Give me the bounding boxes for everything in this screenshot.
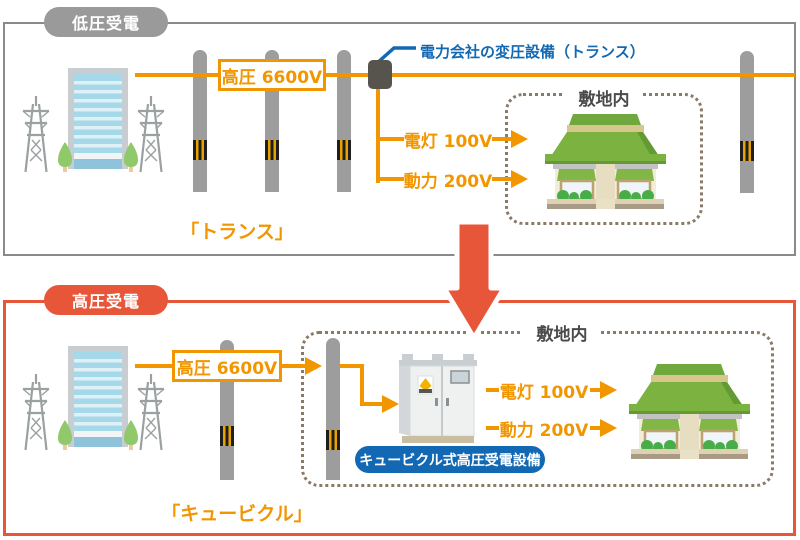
transmission-tower-icon (22, 374, 50, 452)
office-building-icon (58, 346, 138, 452)
branch-line (486, 426, 499, 430)
utility-pole-icon (326, 338, 340, 480)
right-arrow-icon (382, 395, 399, 413)
right-arrow-icon (511, 170, 528, 188)
cubicle-icon (396, 351, 480, 444)
service-line (340, 364, 364, 368)
right-arrow-icon (511, 130, 528, 148)
cubicle-type-badge: キュービクル式高圧受電設備 (355, 446, 545, 473)
power-200v-label: 動力 200V (404, 165, 492, 193)
high-voltage-6600v-label: 高圧 6600V (172, 350, 282, 382)
power-200v-label: 動力 200V (500, 414, 588, 442)
premises-label: 敷地内 (523, 319, 601, 345)
down-arrow-icon (440, 218, 508, 344)
low-voltage-panel (3, 22, 796, 256)
high-voltage-badge: 高圧受電 (44, 285, 168, 315)
utility-pole-icon (193, 50, 207, 192)
transmission-tower-icon (137, 374, 165, 452)
right-arrow-icon (600, 381, 617, 399)
transmission-tower-icon (137, 96, 165, 174)
service-line (360, 364, 364, 406)
utility-pole-icon (740, 51, 754, 193)
office-building-icon (58, 68, 138, 174)
transformer-note-pointer-line (372, 42, 418, 68)
lighting-100v-label: 電灯 100V (500, 376, 588, 404)
cubicle-caption: 「キュービクル」 (161, 503, 313, 525)
arrow-line (590, 426, 602, 430)
utility-pole-icon (337, 50, 351, 192)
store-building-icon (533, 112, 678, 209)
lighting-100v-label: 電灯 100V (404, 125, 492, 153)
power-line (135, 73, 795, 77)
transformer-note-label: 電力会社の変圧設備（トランス） (420, 43, 645, 61)
branch-line (378, 177, 406, 181)
service-drop-line (376, 87, 380, 183)
pole-transformer-icon (368, 60, 392, 89)
right-arrow-icon (600, 419, 617, 437)
high-voltage-panel (3, 300, 796, 536)
transformer-caption: 「トランス」 (180, 221, 294, 243)
store-building-icon (617, 362, 762, 459)
right-arrow-icon (305, 357, 322, 375)
arrow-line (492, 137, 512, 141)
branch-line (486, 388, 499, 392)
service-line (360, 402, 384, 406)
arrow-line (492, 177, 512, 181)
premises-label: 敷地内 (565, 84, 643, 110)
arrow-line (590, 388, 602, 392)
low-voltage-badge: 低圧受電 (44, 7, 168, 37)
transmission-tower-icon (22, 96, 50, 174)
branch-line (378, 137, 406, 141)
high-voltage-6600v-label: 高圧 6600V (218, 59, 326, 91)
